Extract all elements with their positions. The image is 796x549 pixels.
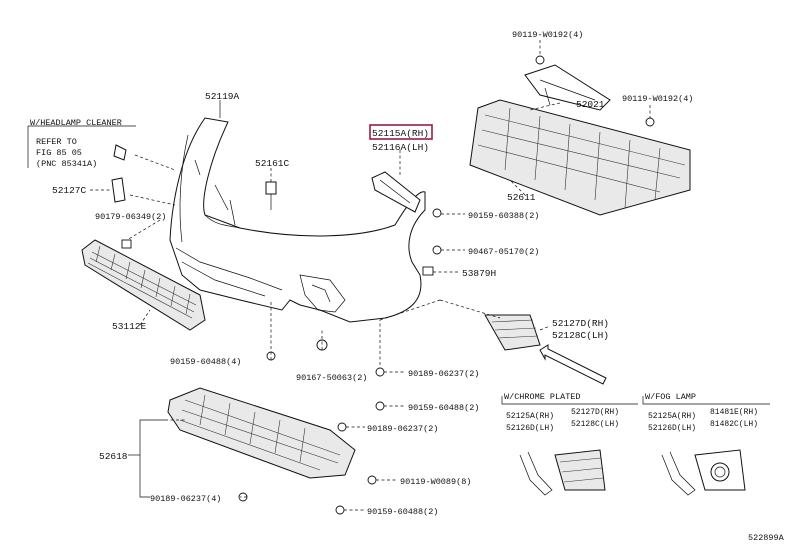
label-fog-52125A: 52125A(RH): [648, 412, 696, 421]
label-52116A: 52116A(LH): [372, 142, 429, 153]
label-90119-W0192-b: 90119-W0192(4): [622, 94, 693, 104]
label-90189-06237-a: 90189-06237(2): [408, 369, 479, 379]
side-bracket[interactable]: [371, 171, 421, 213]
label-chrome-52127D: 52127D(RH): [571, 408, 619, 417]
fog-moulding[interactable]: [661, 451, 696, 496]
highlight-box: [369, 124, 433, 140]
side-grille-cover[interactable]: [484, 314, 541, 351]
center-bracket[interactable]: [265, 181, 277, 210]
label-52128C: 52128C(LH): [552, 330, 609, 341]
label-90179-06349: 90179-06349(2): [95, 212, 166, 222]
upper-retainer[interactable]: [524, 64, 611, 111]
lower-absorber[interactable]: [167, 387, 356, 479]
label-chrome-52128C: 52128C(LH): [571, 420, 619, 429]
label-90189-06237-b: 90189-06237(2): [367, 424, 438, 434]
label-90167-50063: 90167-50063(2): [296, 373, 367, 383]
label-90189-06237-4: 90189-06237(4): [150, 494, 221, 504]
label-90159-60388: 90159-60388(2): [468, 211, 539, 221]
label-52115A: 52115A(RH): [372, 128, 429, 139]
label-52161C: 52161C: [255, 158, 290, 169]
label-52611: 52611: [507, 192, 536, 203]
note-fig: FIG 85 05: [36, 148, 82, 158]
label-90159-60488-4: 90159-60488(4): [170, 357, 241, 367]
note-pnc: (PNC 85341A): [36, 159, 97, 169]
label-90119-W0192-a: 90119-W0192(4): [512, 30, 583, 40]
left-bracket[interactable]: [111, 177, 126, 203]
note-fog: W/FOG LAMP: [645, 392, 696, 402]
label-52127D: 52127D(RH): [552, 318, 609, 329]
label-53112E: 53112E: [112, 321, 147, 332]
fasteners: [121, 55, 655, 515]
label-chrome-52126D: 52126D(LH): [506, 424, 554, 433]
note-headlamp-cleaner: W/HEADLAMP CLEANER: [30, 118, 122, 128]
label-chrome-52125A: 52125A(RH): [506, 412, 554, 421]
label-52127C: 52127C: [52, 185, 87, 196]
label-90159-60488-2a: 90159-60488(2): [408, 403, 479, 413]
labels: W/HEADLAMP CLEANER REFER TO FIG 85 05 (P…: [30, 30, 785, 543]
label-fog-81482C: 81482C(LH): [710, 420, 758, 429]
label-90119-W0089: 90119-W0089(8): [400, 477, 471, 487]
note-refer-to: REFER TO: [36, 137, 77, 147]
label-fog-52126D: 52126D(LH): [648, 424, 696, 433]
fog-cover[interactable]: [694, 449, 746, 491]
lower-grille[interactable]: [81, 239, 206, 331]
label-52618: 52618: [99, 451, 128, 462]
chrome-moulding[interactable]: [519, 451, 553, 496]
diagram-id: 522899A: [748, 533, 785, 543]
direction-arrow: [539, 344, 607, 385]
label-53879H: 53879H: [462, 268, 496, 279]
label-52119A: 52119A: [205, 91, 240, 102]
bumper-reinforcement[interactable]: [469, 99, 691, 216]
label-90467-05170: 90467-05170(2): [468, 247, 539, 257]
label-fog-81481E: 81481E(RH): [710, 408, 758, 417]
label-52021: 52021: [576, 99, 605, 110]
note-chrome: W/CHROME PLATED: [504, 392, 581, 402]
chrome-grille[interactable]: [554, 449, 606, 491]
cleaner-clip[interactable]: [113, 144, 127, 161]
label-90159-60488-2b: 90159-60488(2): [367, 507, 438, 517]
leader-lines: [27, 40, 770, 511]
bumper-cover[interactable]: [169, 117, 426, 323]
